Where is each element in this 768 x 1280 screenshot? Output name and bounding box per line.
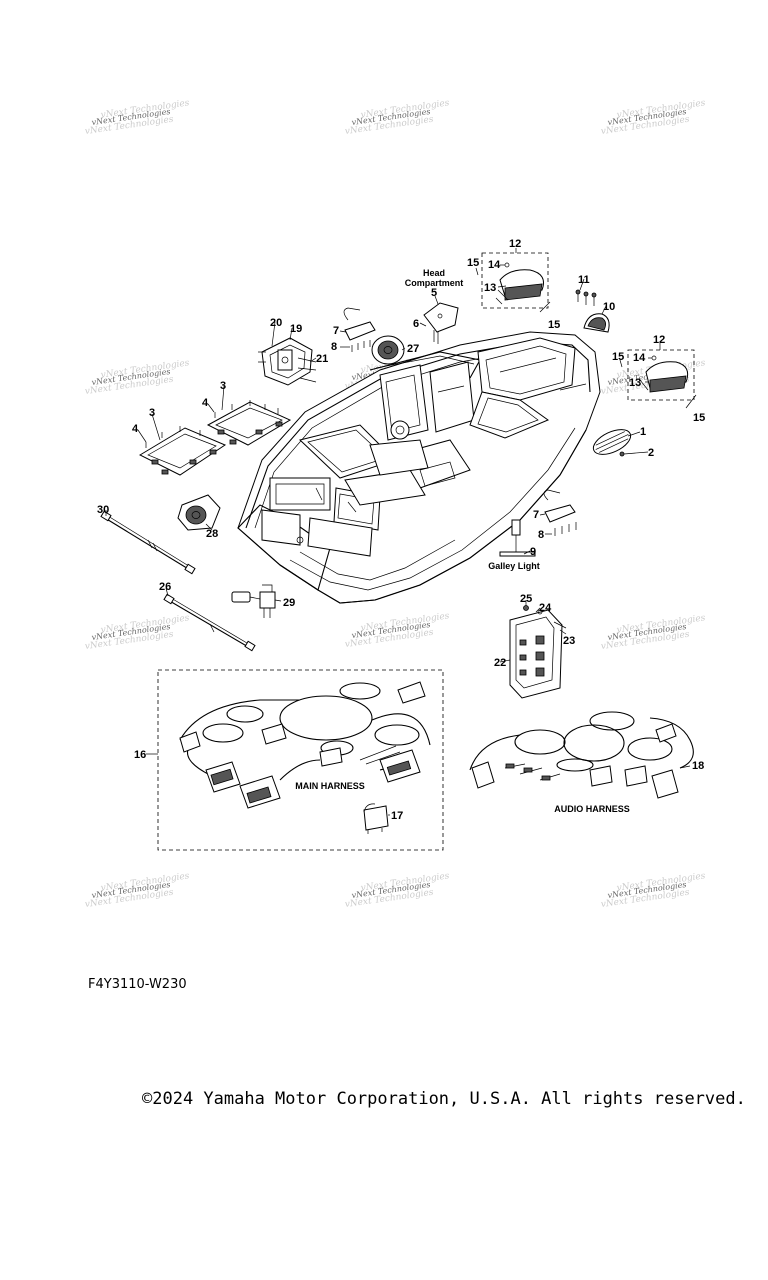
callout-1: 1 [640, 426, 646, 438]
main-harness-label: MAIN HARNESS [295, 781, 365, 791]
callout-13: 13 [629, 377, 641, 389]
watermark: vNext Technologies vNext Technologies vN… [84, 358, 190, 397]
part-30-cable [100, 510, 196, 575]
callout-29: 29 [283, 597, 295, 609]
callout-15: 15 [467, 257, 479, 269]
callout-30: 30 [97, 504, 109, 516]
part-11-screws [575, 289, 597, 306]
watermark: vNext Technologies vNext Technologies vN… [84, 613, 190, 652]
callout-8: 8 [538, 529, 544, 541]
callout-4: 4 [132, 423, 139, 435]
callout-7: 7 [533, 509, 539, 521]
callout-11: 11 [578, 274, 590, 286]
callout-21: 21 [316, 353, 328, 365]
callout-26: 26 [159, 581, 171, 593]
part-3-tray-left [138, 426, 227, 476]
part-19-bracket [258, 337, 317, 386]
callout-15: 15 [612, 351, 624, 363]
callout-24: 24 [539, 602, 552, 614]
callout-17: 17 [391, 810, 403, 822]
watermark: vNext Technologies vNext Technologies vN… [600, 613, 706, 652]
callout-16: 16 [134, 749, 146, 761]
callout-3: 3 [149, 407, 155, 419]
part-10-cup-holder [583, 313, 610, 333]
callout-12: 12 [509, 238, 521, 250]
part-9-galley-light [499, 519, 536, 557]
callout-7: 7 [333, 325, 339, 337]
callout-20: 20 [270, 317, 282, 329]
audio-harness-label: AUDIO HARNESS [554, 804, 630, 814]
callout-13: 13 [484, 282, 496, 294]
galley-light-label: Galley Light [488, 561, 540, 571]
head-compartment-label: Head [423, 268, 445, 278]
callout-15: 15 [693, 412, 705, 424]
callout-14: 14 [488, 259, 501, 271]
main-harness-box [157, 669, 444, 851]
part-27-speaker [371, 335, 405, 365]
callout-18: 18 [692, 760, 704, 772]
callout-19: 19 [290, 323, 302, 335]
callout-12: 12 [653, 334, 665, 346]
callout-2: 2 [648, 447, 654, 459]
callout-9: 9 [530, 546, 536, 558]
callout-3: 3 [220, 380, 226, 392]
callout-4: 4 [202, 397, 209, 409]
callout-5: 5 [431, 287, 437, 299]
callout-25: 25 [520, 593, 532, 605]
callout-27: 27 [407, 343, 419, 355]
part-26-cable [163, 593, 256, 652]
watermark: vNext Technologies vNext Technologies vN… [344, 611, 450, 650]
callout-15: 15 [548, 319, 560, 331]
part-5-head-compartment-light [423, 302, 459, 344]
callout-10: 10 [603, 301, 615, 313]
callout-23: 23 [563, 635, 575, 647]
watermark: vNext Technologies vNext Technologies vN… [344, 98, 450, 137]
part-7-courtesy-light-top [343, 307, 376, 352]
watermark: vNext Technologies vNext Technologies vN… [600, 871, 706, 910]
part-12-speaker-assy-top [475, 252, 551, 313]
head-compartment-label: Compartment [405, 278, 464, 288]
part-3-tray-right [206, 400, 292, 446]
diagram-code: F4Y3110-W230 [88, 977, 187, 992]
part-labels: Head Compartment Galley Light MAIN HARNE… [295, 268, 630, 814]
part-22-control-module [509, 605, 567, 699]
part-1-grill [592, 429, 632, 457]
callout-6: 6 [413, 318, 419, 330]
part-17-relay [363, 803, 389, 834]
callout-22: 22 [494, 657, 506, 669]
boat-hull [237, 331, 601, 604]
callout-28: 28 [206, 528, 218, 540]
watermark: vNext Technologies vNext Technologies vN… [84, 871, 190, 910]
watermark: vNext Technologies vNext Technologies vN… [84, 98, 190, 137]
audio-harness [469, 711, 694, 799]
copyright-notice: ©2024 Yamaha Motor Corporation, U.S.A. A… [142, 1089, 746, 1109]
leader-lines [105, 248, 691, 816]
callout-numbers: 1 2 3 3 4 4 5 6 7 7 8 8 9 10 11 12 12 13… [97, 238, 705, 822]
watermark: vNext Technologies vNext Technologies vN… [344, 871, 450, 910]
callout-8: 8 [331, 341, 337, 353]
watermark: vNext Technologies vNext Technologies vN… [600, 98, 706, 137]
callout-14: 14 [633, 352, 646, 364]
part-12-speaker-assy-right [619, 349, 697, 409]
part-7-courtesy-light-bottom [543, 489, 577, 536]
part-28-power-socket [177, 494, 221, 531]
part-29-sensor [231, 584, 276, 618]
